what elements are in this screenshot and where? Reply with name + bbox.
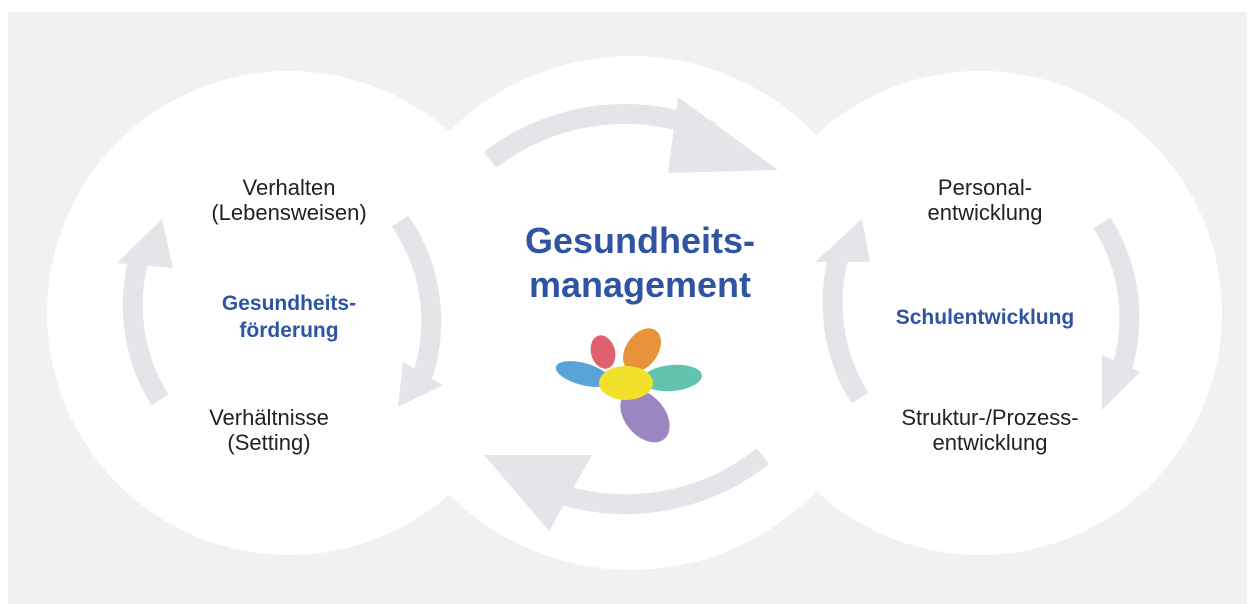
left-cycle-arrows [117, 215, 443, 407]
arrow-left-down-head [398, 362, 443, 407]
right-center-heading: Schulentwicklung [895, 306, 1075, 329]
right-circle [738, 71, 1222, 555]
arrow-right-up-arc [822, 249, 869, 404]
left-center-heading: Gesundheits- förderung [221, 292, 357, 342]
arrow-center-bottom-head [484, 455, 592, 531]
left-top-text: Verhalten (Lebensweisen) [211, 175, 367, 225]
petal-blue [555, 361, 611, 387]
petal-orange [622, 328, 662, 372]
arrow-right-up-head [815, 219, 870, 262]
flower-logo-icon [555, 328, 702, 443]
arrow-right-down-arc [1093, 217, 1140, 371]
arrow-left-up-arc [122, 252, 169, 406]
center-circle [374, 56, 888, 570]
center-title: Gesundheits- management [524, 220, 756, 305]
right-top-text: Personal- entwicklung [927, 175, 1043, 225]
arrow-left-up-head [117, 219, 173, 268]
arrow-center-top-head [668, 97, 778, 173]
arrow-center-bottom-arc [544, 448, 770, 515]
center-cycle-arrows [483, 97, 778, 531]
petal-red [590, 335, 616, 369]
right-cycle-arrows [815, 217, 1140, 410]
petal-green [642, 364, 702, 392]
arrow-right-down-head [1102, 355, 1140, 410]
arrow-left-down-arc [391, 215, 442, 392]
flower-center [599, 366, 653, 400]
left-bottom-text: Verhältnisse (Setting) [209, 405, 329, 455]
right-bottom-text: Struktur-/Prozess- entwicklung [901, 405, 1079, 455]
petal-purple [620, 389, 670, 443]
